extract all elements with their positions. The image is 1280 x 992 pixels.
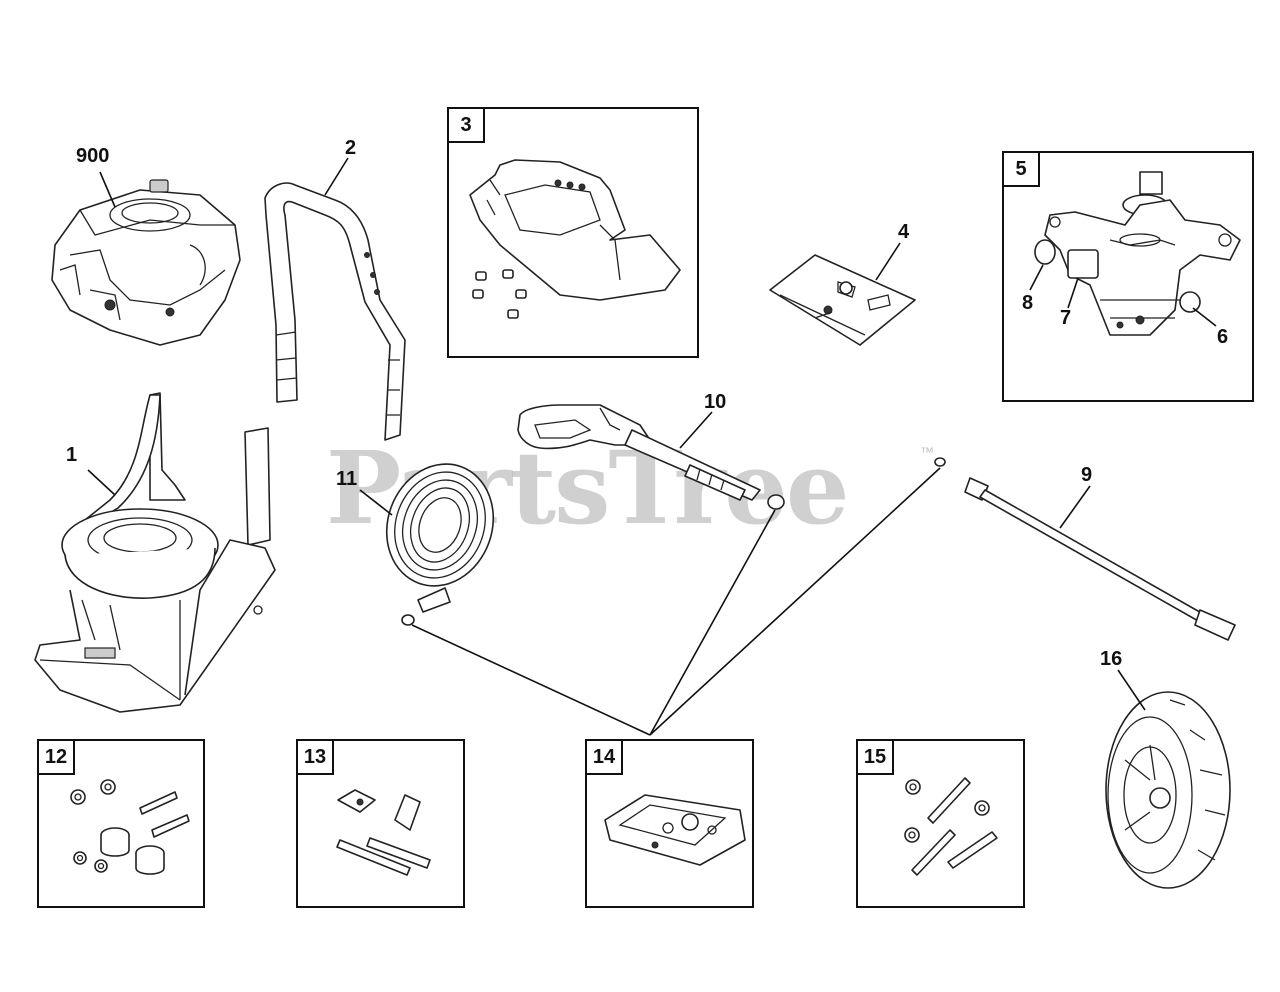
trademark-symbol: ™ bbox=[920, 444, 934, 460]
bracket-kit-part[interactable] bbox=[469, 159, 681, 319]
kit-box-14[interactable]: 14 bbox=[585, 739, 754, 908]
kit-box-3[interactable]: 3 bbox=[447, 107, 699, 358]
callout-spray-gun: 10 bbox=[704, 391, 727, 413]
kit-box-3-number: 3 bbox=[449, 109, 485, 143]
kit-12-hardware[interactable] bbox=[70, 779, 190, 875]
hose-part[interactable] bbox=[370, 449, 510, 626]
callout-pump-part-6: 6 bbox=[1217, 326, 1229, 348]
kit-box-15-number: 15 bbox=[858, 741, 894, 775]
callout-engine: 900 bbox=[76, 145, 110, 167]
callout-hose: 11 bbox=[336, 468, 358, 490]
frame-part[interactable] bbox=[34, 392, 276, 713]
engine-part[interactable] bbox=[51, 179, 241, 346]
kit-14-hardware[interactable] bbox=[604, 794, 746, 866]
kit-box-5-number: 5 bbox=[1004, 153, 1040, 187]
kit-box-12[interactable]: 12 bbox=[37, 739, 205, 908]
callout-handle: 2 bbox=[345, 137, 357, 159]
callout-wheel: 16 bbox=[1100, 648, 1123, 670]
callout-pump-part-7: 7 bbox=[1060, 307, 1072, 329]
callout-pump-part-8: 8 bbox=[1022, 292, 1034, 314]
kit-13-hardware[interactable] bbox=[336, 789, 431, 876]
callout-frame: 1 bbox=[66, 444, 78, 466]
kit-box-12-number: 12 bbox=[39, 741, 75, 775]
callout-hardware-bag: 4 bbox=[898, 221, 910, 243]
kit-15-hardware[interactable] bbox=[904, 777, 998, 876]
kit-box-13-number: 13 bbox=[298, 741, 334, 775]
pump-part[interactable] bbox=[1034, 171, 1241, 336]
kit-box-5[interactable]: 5 bbox=[1002, 151, 1254, 402]
spray-gun-part[interactable] bbox=[517, 404, 785, 510]
kit-box-15[interactable]: 15 bbox=[856, 739, 1025, 908]
kit-box-14-number: 14 bbox=[587, 741, 623, 775]
kit-box-13[interactable]: 13 bbox=[296, 739, 465, 908]
hardware-bag-part[interactable] bbox=[769, 254, 916, 346]
callout-wand: 9 bbox=[1081, 464, 1093, 486]
wheel-part[interactable] bbox=[1105, 691, 1231, 889]
handle-part[interactable] bbox=[264, 182, 406, 441]
wand-part[interactable] bbox=[934, 457, 1236, 641]
